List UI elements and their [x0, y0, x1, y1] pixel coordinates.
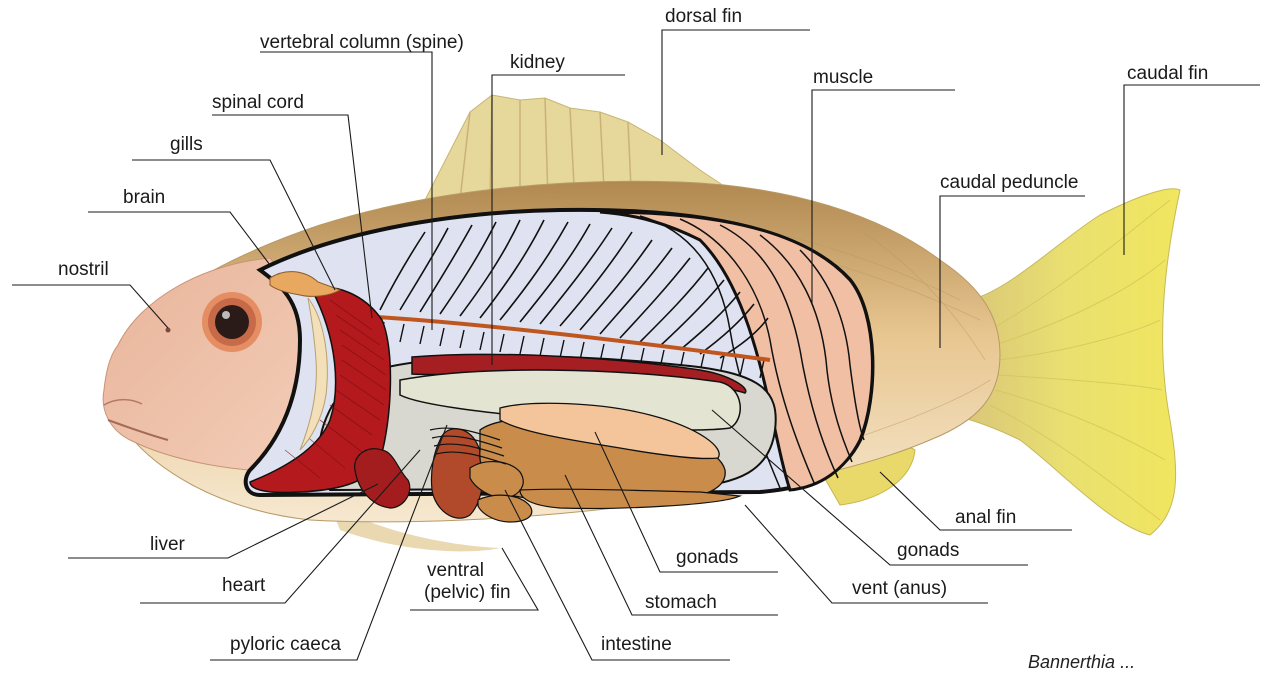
label-stomach: stomach [645, 592, 717, 614]
nostril-mark [166, 328, 171, 333]
label-ventral-fin-line1: ventral [424, 560, 511, 582]
label-heart: heart [222, 575, 265, 597]
label-caudal-peduncle: caudal peduncle [940, 172, 1078, 194]
label-gills: gills [170, 134, 203, 156]
label-pyloric-caeca: pyloric caeca [230, 634, 341, 656]
label-vertebral-column: vertebral column (spine) [260, 32, 464, 54]
label-brain: brain [123, 187, 165, 209]
label-ventral-fin: ventral (pelvic) fin [424, 560, 511, 604]
label-anal-fin: anal fin [955, 507, 1016, 529]
label-kidney: kidney [510, 52, 565, 74]
label-gonads-right: gonads [897, 540, 959, 562]
label-gonads-center: gonads [676, 547, 738, 569]
label-caudal-fin: caudal fin [1127, 63, 1208, 85]
eye [202, 292, 262, 352]
label-vent: vent (anus) [852, 578, 947, 600]
label-spinal-cord: spinal cord [212, 92, 304, 114]
label-muscle: muscle [813, 67, 873, 89]
label-nostril: nostril [58, 259, 109, 281]
label-ventral-fin-line2: (pelvic) fin [424, 582, 511, 604]
credit-text: Bannerthia ... [1028, 652, 1135, 673]
label-dorsal-fin: dorsal fin [665, 6, 742, 28]
label-intestine: intestine [601, 634, 672, 656]
label-liver: liver [150, 534, 185, 556]
